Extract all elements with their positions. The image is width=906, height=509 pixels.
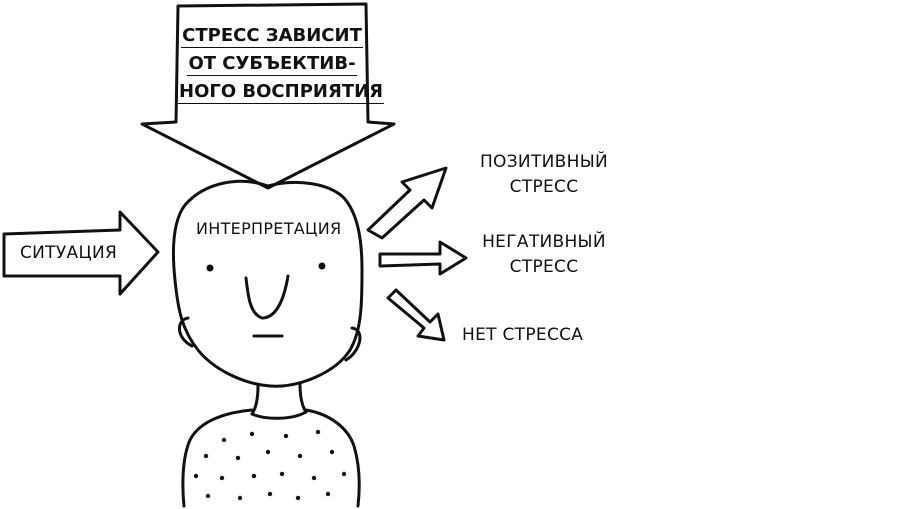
positive-line-1: ПОЗИТИВНЫЙ xyxy=(479,152,609,172)
nose xyxy=(244,274,290,320)
interpretation-label: ИНТЕРПРЕТАЦИЯ xyxy=(196,219,342,238)
top-down-arrow xyxy=(140,2,396,190)
negative-line-1: НЕГАТИВНЫЙ xyxy=(482,232,606,252)
negative-stress-label: НЕГАТИВНЫЙ СТРЕСС xyxy=(474,230,614,280)
positive-stress-label: ПОЗИТИВНЫЙ СТРЕСС xyxy=(474,150,614,200)
no-stress-arrow xyxy=(386,288,446,342)
negative-line-2: СТРЕСС xyxy=(509,257,579,277)
right-ear xyxy=(344,326,362,362)
head-outline xyxy=(171,179,364,388)
positive-arrow xyxy=(366,166,448,240)
situation-label: СИТУАЦИЯ xyxy=(20,243,118,263)
left-eye xyxy=(206,264,214,272)
shirt-dots xyxy=(193,429,347,501)
right-eye xyxy=(318,262,326,270)
title-line-1: СТРЕСС ЗАВИСИТ xyxy=(181,25,363,48)
situation-arrow xyxy=(2,210,160,296)
negative-arrow xyxy=(378,240,468,276)
no-stress-label: НЕТ СТРЕССА xyxy=(462,325,584,345)
left-ear xyxy=(178,316,194,348)
collar xyxy=(250,410,308,420)
torso xyxy=(181,408,361,508)
title-line-3: НОГО ВОСПРИЯТИЯ xyxy=(178,81,385,104)
positive-line-2: СТРЕСС xyxy=(509,177,579,197)
top-arrow-text: СТРЕСС ЗАВИСИТ ОТ СУБЪЕКТИВ- НОГО ВОСПРИ… xyxy=(178,22,385,106)
title-line-2: ОТ СУБЪЕКТИВ- xyxy=(187,53,357,76)
neck xyxy=(250,382,308,416)
